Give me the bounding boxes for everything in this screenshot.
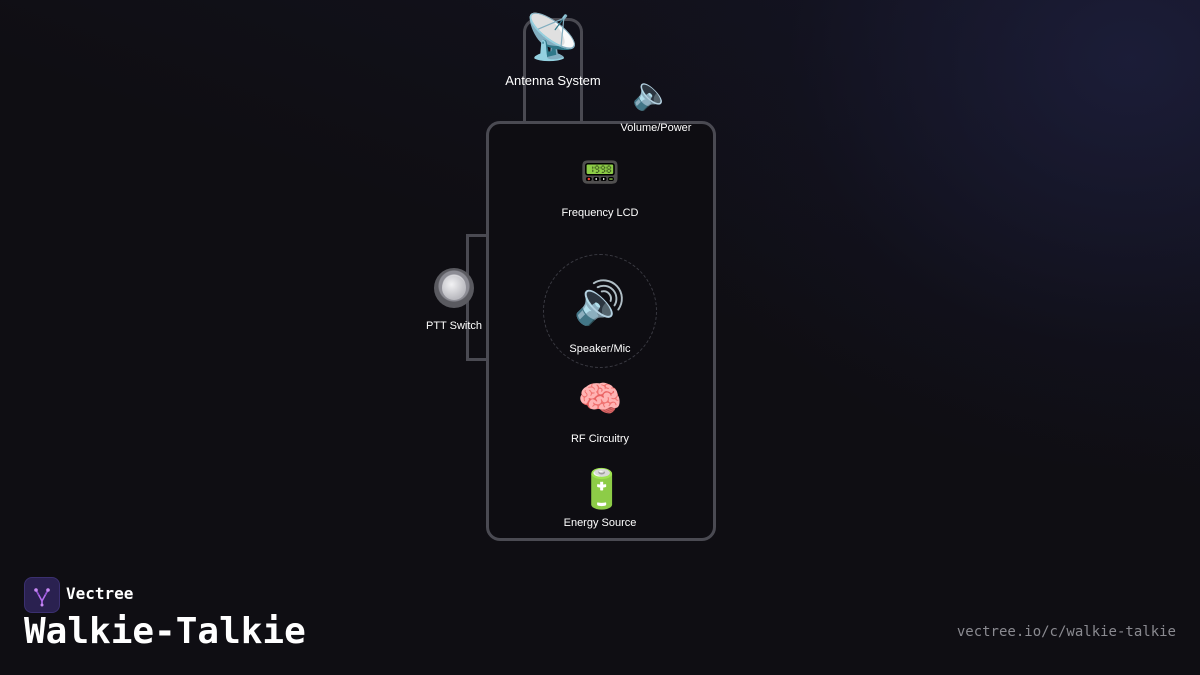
radio-button-icon: [434, 268, 474, 308]
brand-name: Vectree: [66, 584, 134, 603]
speaker-ring: [543, 254, 657, 368]
speaker-icon: 🔈: [632, 74, 672, 112]
rf-circuitry-label: RF Circuitry: [570, 433, 630, 445]
vectree-logo[interactable]: [24, 577, 60, 613]
page-title: Walkie-Talkie: [24, 611, 306, 652]
page-url[interactable]: vectree.io/c/walkie-talkie: [956, 624, 1176, 640]
ptt-switch-label: PTT Switch: [425, 320, 483, 332]
pager-icon: 📟: [580, 153, 620, 191]
antenna-outline: [523, 18, 583, 127]
speaker-mic-label: Speaker/Mic: [569, 343, 631, 355]
tree-logo-icon: [34, 588, 50, 607]
antenna-label: Antenna System: [505, 73, 601, 88]
speaker-loud-icon: 🔊: [573, 278, 627, 327]
frequency-lcd-label: Frequency LCD: [561, 207, 639, 219]
battery-icon: 🔋: [578, 467, 626, 511]
volume-power-label: Volume/Power: [620, 122, 692, 134]
satellite-dish-icon: 📡: [524, 12, 580, 63]
energy-source-label: Energy Source: [563, 517, 637, 529]
brain-icon: 🧠: [577, 379, 623, 420]
